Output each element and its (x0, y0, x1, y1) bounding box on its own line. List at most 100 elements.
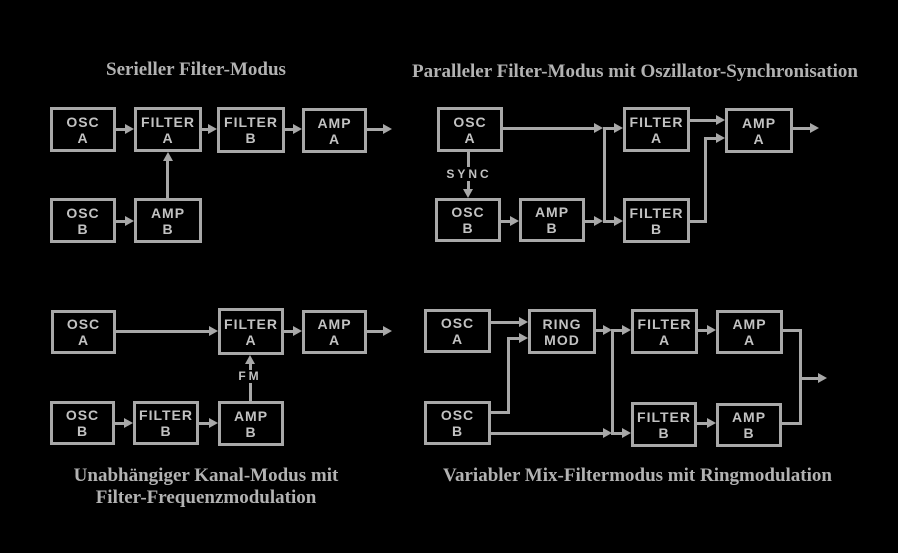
arrowhead-right (707, 325, 716, 335)
block-label: A (650, 129, 663, 146)
block-label: AMP (317, 316, 352, 332)
block-label: B (160, 423, 172, 439)
wire-osc-a-to-ringmod (491, 321, 519, 324)
block-label: OSC (440, 315, 475, 331)
arrowhead-right (716, 115, 725, 125)
arrowhead-right (125, 124, 134, 134)
wire-osc-a-to-filter-a (116, 330, 209, 333)
block-label: OSC (453, 113, 487, 130)
block-amp-b: AMP B (218, 401, 284, 446)
arrowhead-right (209, 326, 218, 336)
arrowhead-right (519, 317, 528, 327)
block-label: B (245, 423, 257, 440)
wire-osc-a-to-filter-a (116, 128, 126, 131)
block-label: AMP (731, 409, 767, 425)
block-label: A (77, 129, 89, 146)
wire-osc-b-direct (491, 432, 604, 435)
block-amp-b: AMP B (134, 198, 202, 243)
block-label: AMP (150, 204, 186, 221)
block-label: AMP (233, 407, 269, 424)
block-label: B (743, 425, 755, 441)
wire-amp-a-out (783, 329, 802, 332)
wire-fm-upper (249, 362, 252, 370)
diagram-title: Paralleler Filter-Modus mit Oszillator-S… (412, 61, 858, 82)
wire-amp-b-out (585, 220, 595, 223)
block-label: A (753, 130, 765, 147)
wire-filter-b-to-amp-a (707, 137, 716, 140)
block-label: OSC (66, 204, 100, 221)
wire-filter-a-to-amp-a (690, 119, 716, 122)
block-amp-b: AMP B (519, 198, 585, 242)
arrowhead-right (810, 123, 819, 133)
arrowhead-right (293, 326, 302, 336)
arrowhead-down (463, 189, 473, 198)
arrowhead-right (125, 216, 134, 226)
block-label: AMP (741, 114, 777, 131)
block-osc-b: OSC B (435, 198, 501, 242)
arrowhead-right (622, 428, 631, 438)
wire-amp-a-output (793, 127, 811, 130)
block-label: FILTER (139, 407, 193, 423)
block-filter-b: FILTER B (631, 402, 697, 447)
arrowhead-right (716, 133, 725, 143)
block-label: A (77, 332, 90, 348)
wire-junction-to-filter-b (614, 432, 622, 435)
block-label: A (328, 130, 341, 147)
block-label: B (77, 220, 89, 237)
block-filter-a: FILTER A (623, 107, 690, 152)
block-label: AMP (534, 204, 570, 220)
block-filter-b: FILTER B (133, 401, 199, 445)
arrowhead-right (519, 333, 528, 343)
block-label: FILTER (637, 408, 691, 425)
diagram-title: Serieller Filter-Modus (106, 59, 286, 80)
block-amp-a: AMP A (716, 310, 783, 354)
wire-ringmod-out (596, 329, 604, 332)
diagram-title: Variabler Mix-Filtermodus mit Ringmodula… (443, 465, 832, 486)
block-osc-a: OSC A (437, 107, 503, 152)
arrowhead-right (603, 428, 612, 438)
arrowhead-right (208, 124, 217, 134)
fm-label: FM (238, 369, 262, 383)
wire-filter-a-to-amp-a (698, 329, 707, 332)
wire-fm-lower (249, 383, 252, 401)
wire-osc-b-to-amp-b (501, 220, 511, 223)
block-label: AMP (317, 114, 352, 131)
arrowhead-right (818, 373, 827, 383)
block-filter-a: FILTER A (631, 309, 698, 354)
block-label: OSC (451, 204, 485, 220)
arrowhead-right (614, 216, 623, 226)
block-label: B (462, 220, 474, 236)
wire-junction-to-filter-a (606, 127, 615, 130)
wire-sync-upper (467, 152, 470, 167)
arrowhead-right (707, 418, 716, 428)
block-osc-b: OSC B (50, 401, 115, 445)
arrowhead-up (245, 355, 255, 364)
wire-final-output (799, 377, 818, 380)
arrowhead-right (594, 216, 603, 226)
wire-osc-b-to-filter-b (115, 422, 124, 425)
arrowhead-right (383, 124, 392, 134)
block-ring-mod: RING MOD (528, 309, 596, 354)
block-label: OSC (440, 407, 475, 423)
block-label: A (328, 332, 341, 348)
wire-osc-a-out (503, 127, 595, 130)
wire-filter-b-to-amp-b (199, 422, 209, 425)
block-label: B (245, 130, 257, 146)
wire-amp-a-output (367, 330, 383, 333)
diagram-title-line1: Unabhängiger Kanal-Modus mit (73, 465, 339, 486)
block-osc-b: OSC B (424, 401, 491, 445)
wire-amp-b-to-filter-a (166, 160, 169, 198)
block-label: OSC (65, 407, 100, 423)
arrowhead-up (163, 152, 173, 161)
block-osc-a: OSC A (51, 310, 116, 354)
wire-osc-b-to-ringmod (509, 337, 519, 340)
arrowhead-right (209, 418, 218, 428)
block-osc-a: OSC A (424, 309, 491, 353)
arrowhead-right (510, 216, 519, 226)
block-label: B (546, 220, 558, 236)
block-filter-b: FILTER B (623, 198, 690, 243)
sync-label: SYNC (446, 167, 492, 181)
wire-sync-lower (467, 181, 470, 190)
block-filter-a: FILTER A (134, 107, 202, 152)
